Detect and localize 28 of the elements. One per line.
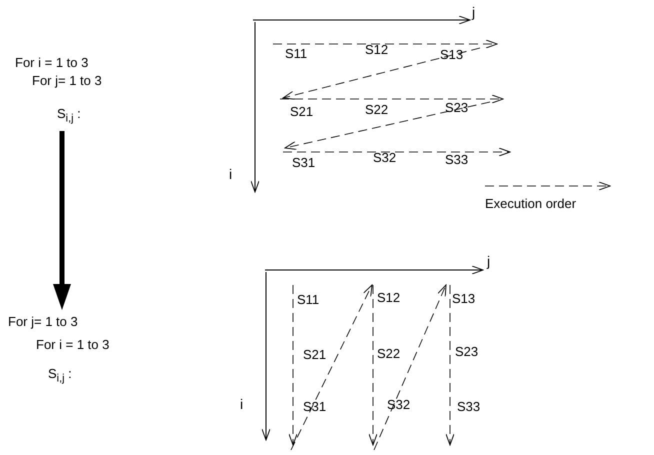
code-line: For i = 1 to 3 <box>15 55 88 70</box>
code-line: For j= 1 to 3 <box>8 314 78 329</box>
statement-label: S23 <box>455 344 478 359</box>
statement-label: S11 <box>297 292 320 307</box>
statement-label: S11 <box>285 46 308 61</box>
axis-label: j <box>472 5 476 20</box>
code-line: For i = 1 to 3 <box>36 337 110 352</box>
statement-label: S33 <box>445 152 468 167</box>
statement-label: S33 <box>457 399 480 414</box>
code-line: S$_{i,j}$ : <box>57 106 81 127</box>
statement-label: S21 <box>303 347 326 362</box>
statement-label: S22 <box>377 346 400 361</box>
statement-label: S13 <box>452 291 476 306</box>
statement-label: S12 <box>377 290 400 305</box>
statement-label: S32 <box>373 150 396 165</box>
statement-label: S31 <box>292 155 316 170</box>
axis-label: i <box>229 167 232 182</box>
legend-text: Execution order <box>485 196 576 211</box>
statement-label: S23 <box>445 100 468 115</box>
statement-label: S12 <box>365 42 388 57</box>
code-line: S$_{i,j}$ : <box>48 366 72 387</box>
code-line: For j= 1 to 3 <box>32 73 102 88</box>
statement-label: S32 <box>387 397 410 412</box>
statement-label: S21 <box>290 104 314 119</box>
axis-label: j <box>487 254 490 269</box>
axis-label: i <box>240 397 244 412</box>
statement-label: S22 <box>365 102 388 117</box>
arrow <box>53 131 71 310</box>
